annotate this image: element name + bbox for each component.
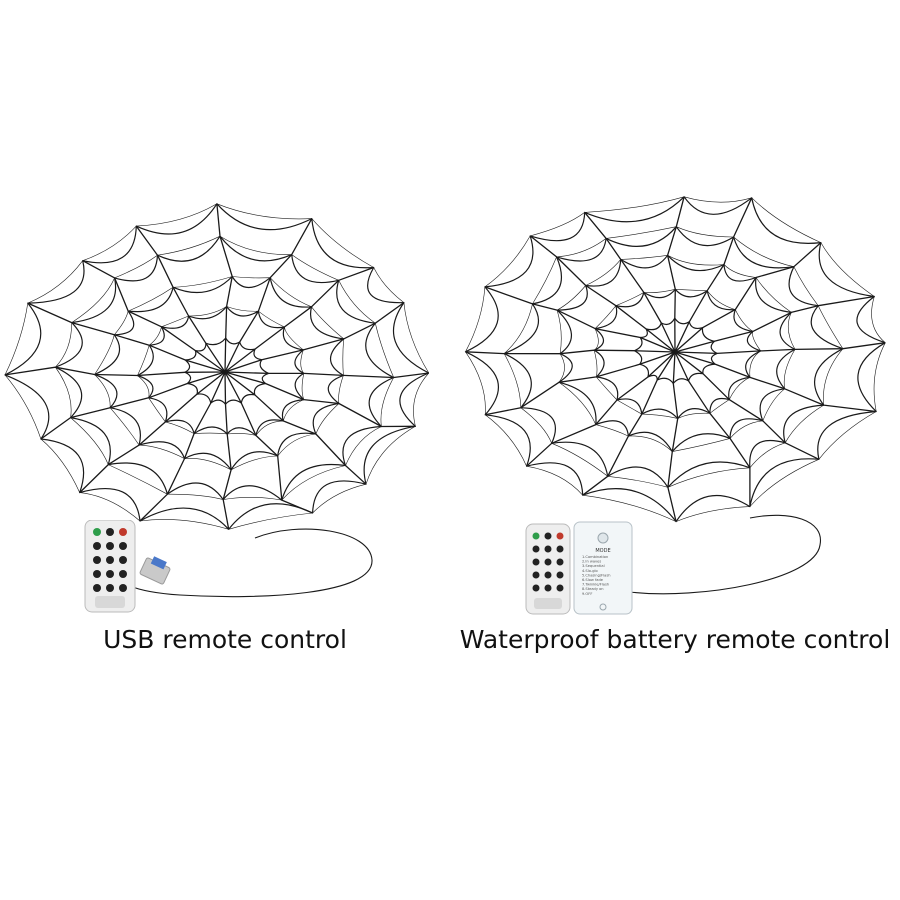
web-strand [137, 306, 305, 436]
spider-web-light-usb [4, 203, 430, 598]
web-strand [674, 242, 822, 353]
web-strand [503, 226, 844, 488]
battery-mode-label: 5.Chasing/Flash [582, 573, 610, 577]
web-strand [109, 528, 373, 598]
web-strand [40, 371, 226, 440]
web-strand [465, 349, 676, 355]
web-strand [224, 371, 367, 485]
battery-mode-label: 2.In waves [582, 560, 601, 564]
web-strand [4, 366, 226, 377]
svg-text:MODE: MODE [595, 548, 610, 554]
battery-mode-label: 6.Slow fade [582, 578, 604, 582]
battery-mode-label: 8.Steady on [582, 587, 604, 591]
remote-controller-usb [84, 520, 171, 613]
remote-buttons [93, 528, 127, 608]
web-strand [135, 225, 226, 373]
caption-usb: USB remote control [103, 625, 347, 654]
web-strand [593, 289, 761, 419]
web-strand [224, 371, 416, 428]
caption-battery: Waterproof battery remote control [459, 625, 891, 654]
usb-product-panel: USB remote control [4, 203, 430, 654]
web-strand [674, 351, 820, 460]
web-strand [82, 260, 226, 373]
usb-plug-icon [139, 556, 171, 585]
web-strand [465, 196, 886, 522]
web-strand [27, 302, 226, 373]
web-strand [222, 371, 232, 530]
web-strand [224, 266, 374, 373]
web-strand [503, 226, 844, 488]
battery-mode-label: 3.Sequential [582, 564, 605, 568]
web-strand [184, 337, 269, 405]
web-strand [4, 203, 430, 530]
web-strand [224, 371, 313, 514]
web-strand [674, 295, 875, 353]
web-strand [529, 235, 676, 353]
web-strand [584, 211, 676, 353]
remote-buttons [532, 532, 564, 609]
battery-mode-label: 1.Combination [582, 555, 608, 559]
web-strand [484, 286, 676, 353]
web-strand [674, 197, 753, 353]
web-strand [224, 371, 429, 379]
web-strand [224, 302, 405, 373]
web-strand [139, 371, 226, 522]
web-strand [674, 351, 751, 507]
web-strand [526, 351, 676, 467]
web-strand [79, 371, 226, 494]
web-strand [94, 276, 344, 471]
web-strand [224, 218, 313, 373]
web-strand [666, 196, 685, 353]
web-strand [556, 255, 796, 452]
battery-mode-label: 4.Slo-glo [582, 569, 598, 573]
spider-web-light-battery [464, 196, 886, 595]
web-strand [216, 203, 233, 373]
web-strand [633, 317, 718, 385]
web-strand [582, 351, 676, 496]
web-strand [667, 351, 679, 522]
web-strand [674, 342, 886, 355]
battery-mode-label: 9.OFF [582, 592, 592, 596]
web-strand [55, 235, 394, 501]
web-strand [485, 351, 676, 416]
battery-mode-label: 7.Twinkle/Flash [582, 583, 609, 587]
web-strand [674, 351, 877, 413]
